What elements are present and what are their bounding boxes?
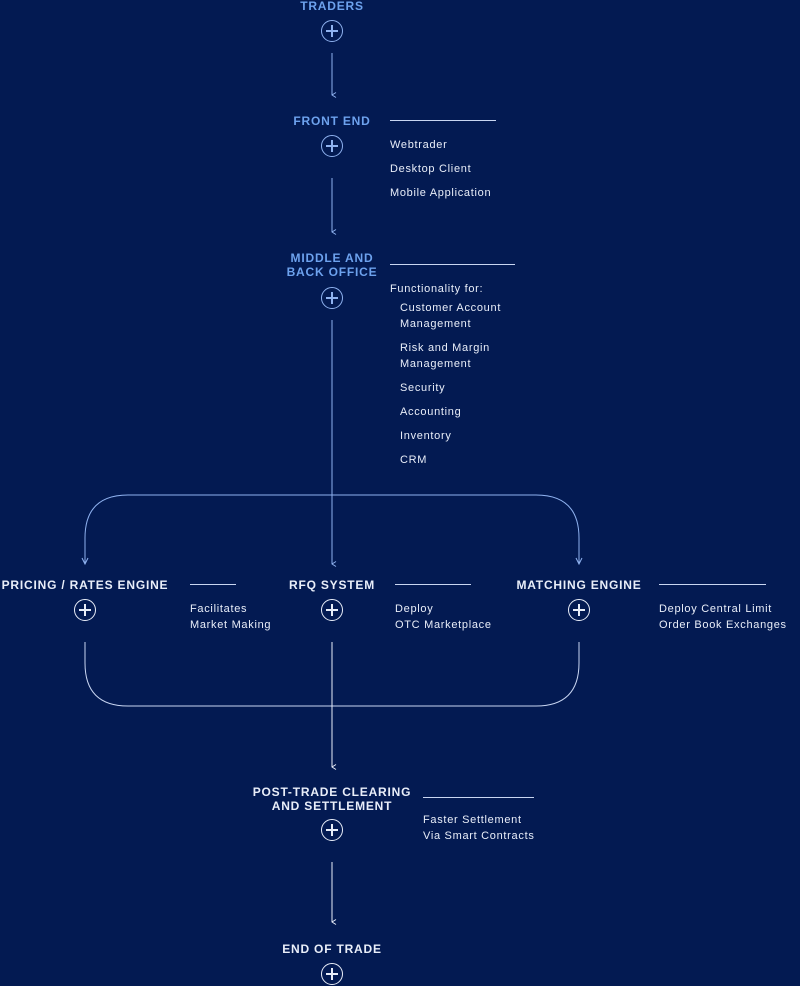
pricing-engine-rule [190, 584, 236, 585]
matching-engine-expand-plus-icon[interactable] [568, 599, 590, 621]
matching-engine-description: Deploy Central Limit Order Book Exchange… [659, 603, 787, 631]
end-of-trade-title: END OF TRADE [282, 942, 382, 956]
rfq-system-description: Deploy OTC Marketplace [395, 603, 492, 631]
matching-engine-rule [659, 584, 766, 585]
middle-back-office-rule [390, 264, 515, 265]
front-end-expand-plus-icon[interactable] [321, 135, 343, 157]
front-end-rule [390, 120, 496, 121]
front-end-item-desktop-client: Desktop Client [390, 163, 472, 175]
traders-title: TRADERS [300, 0, 364, 13]
functionality-item-accounting: Accounting [400, 406, 462, 418]
rfq-system-expand-plus-icon[interactable] [321, 599, 343, 621]
traders-expand-plus-icon[interactable] [321, 20, 343, 42]
pricing-engine-description: Facilitates Market Making [190, 603, 272, 631]
end-of-trade-expand-plus-icon[interactable] [321, 963, 343, 985]
functionality-item-inventory: Inventory [400, 430, 452, 442]
middle-back-office-expand-plus-icon[interactable] [321, 287, 343, 309]
functionality-item-customer-account: Customer Account Management [400, 302, 502, 330]
post-trade-rule [423, 797, 534, 798]
functionality-item-crm: CRM [400, 454, 428, 466]
front-end-item-mobile-application: Mobile Application [390, 187, 492, 199]
pricing-engine-expand-plus-icon[interactable] [74, 599, 96, 621]
middle-back-office-intro: Functionality for: [390, 283, 484, 295]
functionality-item-security: Security [400, 382, 446, 394]
post-trade-title: POST-TRADE CLEARING AND SETTLEMENT [252, 785, 412, 813]
pricing-engine-title: PRICING / RATES ENGINE [1, 578, 169, 592]
middle-back-office-title: MIDDLE AND BACK OFFICE [286, 251, 378, 279]
front-end-title: FRONT END [293, 114, 371, 128]
arrow-head-matching [575, 557, 583, 566]
front-end-item-webtrader: Webtrader [390, 139, 448, 151]
branch-connector-top [84, 494, 580, 564]
functionality-item-risk-margin: Risk and Margin Management [400, 342, 490, 370]
rfq-system-rule [395, 584, 471, 585]
rfq-system-title: RFQ SYSTEM [288, 578, 375, 592]
post-trade-expand-plus-icon[interactable] [321, 819, 343, 841]
post-trade-description: Faster Settlement Via Smart Contracts [423, 814, 535, 842]
matching-engine-title: MATCHING ENGINE [516, 578, 642, 592]
arrow-head-pricing [81, 557, 89, 566]
